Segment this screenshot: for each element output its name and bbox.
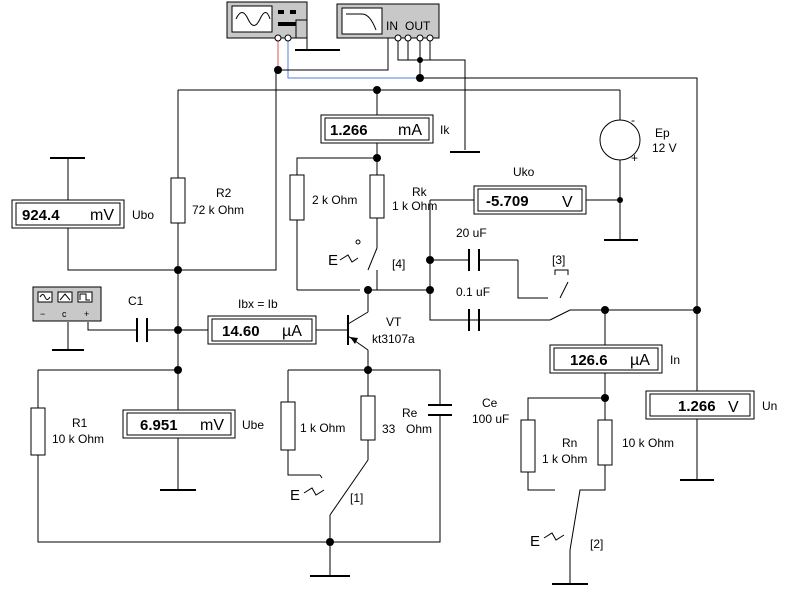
meter-in: 126.6 µA In <box>549 344 680 374</box>
switch-4-label: [4] <box>392 257 405 271</box>
meter-uko-unit: V <box>562 194 573 211</box>
dc-source-ep: - + Ep 12 V <box>599 113 677 165</box>
meter-ik: 1.266 mA Ik <box>320 114 450 144</box>
function-generator[interactable]: − c + <box>32 286 102 322</box>
rn-value: 1 k Ohm <box>542 452 587 466</box>
lowpass-curve-icon <box>346 13 377 31</box>
r1k-e-value: 1 k Ohm <box>300 421 345 435</box>
fg-terminal-minus: − <box>40 309 45 319</box>
resistor-rn: Rn 1 k Ohm <box>520 419 587 473</box>
meter-un-label: Un <box>762 399 777 413</box>
switch-3[interactable]: [3] <box>540 253 571 321</box>
meter-in-label: In <box>670 353 680 367</box>
ce-name: Ce <box>482 396 498 410</box>
capacitor-ce: Ce 100 uF <box>428 396 509 430</box>
sine-wave-icon <box>235 12 271 26</box>
capacitor-c1: C1 <box>128 294 148 342</box>
switch-2[interactable]: E [2] <box>530 519 603 551</box>
r1-value: 10 k Ohm <box>52 432 104 446</box>
re-value-a: 33 <box>382 422 396 436</box>
r2k-value: 2 k Ohm <box>312 193 357 207</box>
meter-un-value: 1.266 <box>678 398 716 415</box>
meter-ube: 6.951 mV Ube <box>122 409 264 439</box>
meter-uko-value: -5.709 <box>486 193 529 210</box>
meter-ik-label: Ik <box>440 123 450 137</box>
bode-plotter[interactable]: IN OUT <box>336 3 440 39</box>
re-name: Re <box>402 406 418 420</box>
resistor-1k-emitter: 1 k Ohm <box>280 401 345 451</box>
switch-4[interactable]: E [4] <box>328 239 405 271</box>
resistor-10k-load: 10 k Ohm <box>597 419 674 466</box>
resistor-r1: R1 10 k Ohm <box>30 407 104 456</box>
capacitor-20uf: 20 uF <box>456 226 487 271</box>
meter-ubo-value: 924.4 <box>22 207 60 224</box>
r10k-n-value: 10 k Ohm <box>622 436 674 450</box>
switch-3-label: [3] <box>552 253 565 267</box>
circuit-wires <box>37 70 714 585</box>
switch-1[interactable]: E [1] <box>290 459 369 516</box>
ep-minus: - <box>631 113 635 127</box>
ep-value: 12 V <box>652 141 677 155</box>
ce-value: 100 uF <box>472 412 509 426</box>
meter-ubo-label: Ubo <box>132 208 154 222</box>
meter-ube-value: 6.951 <box>140 417 178 434</box>
oscilloscope[interactable] <box>226 1 308 39</box>
meter-un: 1.266 V Un <box>645 390 777 420</box>
resistor-r2: R2 72 k Ohm <box>170 177 244 224</box>
rn-name: Rn <box>562 436 577 450</box>
meter-ik-unit: mA <box>398 122 422 139</box>
meter-ibx-unit: µA <box>282 323 302 340</box>
rk-name: Rk <box>412 185 428 199</box>
meter-ik-value: 1.266 <box>330 122 368 139</box>
probe-wires <box>274 19 480 153</box>
ep-plus: + <box>631 151 638 165</box>
waveform-generator-icon <box>39 293 90 301</box>
bode-out-label: OUT <box>405 19 431 33</box>
meter-ibx: 14.60 µA Ibx = Ib <box>207 297 317 345</box>
meter-ibx-label: Ibx = Ib <box>238 297 278 311</box>
meter-ubo-unit: mV <box>90 207 114 224</box>
resistor-2k: 2 k Ohm <box>289 174 357 221</box>
ep-name: Ep <box>655 126 670 140</box>
switch-4-key: E <box>328 252 338 269</box>
bode-in-label: IN <box>386 19 398 33</box>
junction-dots <box>174 86 701 546</box>
switch-2-label: [2] <box>590 537 603 551</box>
capacitor-01uf: 0.1 uF <box>456 285 490 331</box>
meter-ubo: 924.4 mV Ubo <box>11 199 154 229</box>
c1-name: C1 <box>128 294 144 308</box>
rk-value: 1 k Ohm <box>392 199 437 213</box>
fg-terminal-common: c <box>62 309 67 319</box>
switch-1-key: E <box>290 487 300 504</box>
re-value-b: Ohm <box>406 422 432 436</box>
resistor-rk: Rk 1 k Ohm <box>369 174 437 219</box>
resistor-re: Re 33 Ohm <box>360 395 432 441</box>
meter-in-value: 126.6 <box>570 352 608 369</box>
switch-2-key: E <box>530 533 540 550</box>
meter-ube-label: Ube <box>242 418 264 432</box>
switch-1-label: [1] <box>350 491 363 505</box>
meter-uko-label: Uko <box>513 165 535 179</box>
meter-uko: -5.709 V Uko <box>473 165 587 215</box>
r1-name: R1 <box>72 416 88 430</box>
meter-in-unit: µA <box>630 352 650 369</box>
transistor-vt: VT kt3107a <box>340 311 415 351</box>
vt-model: kt3107a <box>372 332 415 346</box>
r2-name: R2 <box>216 186 232 200</box>
meter-ube-unit: mV <box>200 417 224 434</box>
c01u-value: 0.1 uF <box>456 285 490 299</box>
r2-value: 72 k Ohm <box>192 203 244 217</box>
fg-terminal-plus: + <box>84 309 89 319</box>
c20u-value: 20 uF <box>456 226 487 240</box>
meter-ibx-value: 14.60 <box>222 323 260 340</box>
vt-name: VT <box>386 315 402 329</box>
meter-un-unit: V <box>728 399 739 416</box>
